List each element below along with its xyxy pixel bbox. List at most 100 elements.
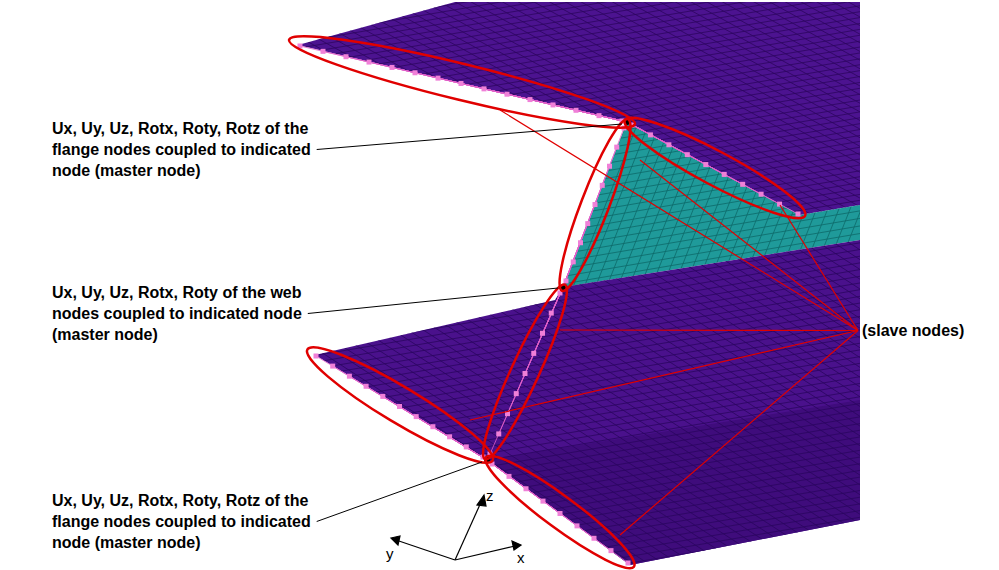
mesh-line [760, 146, 999, 570]
slave-marker [514, 391, 519, 396]
mesh-line [0, 6, 796, 278]
mesh-line [0, 0, 999, 234]
mesh-line [0, 75, 903, 347]
mesh-line [979, 0, 999, 364]
mesh-line [221, 202, 999, 474]
mesh-line [0, 0, 71, 562]
mesh-line [731, 0, 999, 229]
mesh-line [163, 0, 419, 503]
mesh-line [0, 20, 499, 380]
mesh-line [707, 0, 999, 233]
mesh-line [0, 0, 999, 226]
mesh-line [0, 0, 155, 548]
mesh-line [959, 0, 999, 190]
mesh-line [103, 0, 359, 513]
mesh-line [0, 0, 999, 64]
mesh-line [671, 0, 999, 239]
mesh-line [278, 234, 999, 506]
mesh-line [0, 213, 999, 485]
slave-marker [507, 474, 512, 479]
mesh-line [863, 0, 999, 206]
mesh-line [0, 0, 999, 101]
mesh-line [856, 130, 999, 554]
mesh-line [0, 72, 999, 344]
mesh-line [0, 381, 36, 570]
mesh-line [899, 0, 999, 200]
mesh-line [0, 419, 999, 570]
mesh-line [0, 49, 999, 321]
mesh-line [935, 0, 999, 194]
mesh-line [0, 323, 372, 570]
mesh-line [0, 0, 999, 193]
coupling-line [323, 51, 627, 122]
leader-line [308, 288, 558, 314]
mesh-line [0, 0, 960, 2]
mesh-line [167, 0, 823, 324]
mesh-line [7, 0, 263, 530]
mesh-line [0, 27, 829, 299]
mesh-line [0, 310, 999, 570]
mesh-line [0, 315, 420, 570]
mesh-line [0, 52, 307, 412]
axis-label: x [517, 550, 525, 566]
mesh-line [191, 0, 847, 320]
mesh-line [268, 230, 924, 570]
mesh-line [0, 95, 55, 455]
mesh-line [383, 0, 999, 288]
mesh-line [0, 326, 360, 570]
coupling-line [563, 147, 617, 287]
mesh-line [311, 252, 999, 524]
mesh-line [0, 0, 999, 218]
slave-marker [528, 97, 533, 102]
mesh-line [0, 0, 631, 357]
mesh-line [0, 0, 999, 47]
mesh-line [503, 0, 999, 267]
mesh-line [772, 144, 999, 568]
mesh-line [431, 0, 999, 280]
mesh-line [0, 5, 583, 365]
mesh-line [508, 189, 999, 570]
mesh-line [0, 103, 7, 463]
mesh-line [851, 0, 999, 208]
annotation: Ux, Uy, Uz, Rotx, Roty, Rotz of the flan… [52, 490, 342, 553]
mesh-line [0, 309, 456, 570]
axis-line [455, 500, 482, 560]
mesh-line [0, 22, 487, 382]
mesh-line [604, 173, 999, 570]
coupling-line [300, 46, 627, 122]
mesh-line [967, 0, 999, 366]
ellipse [477, 444, 644, 570]
mesh-line [0, 0, 191, 542]
mesh-line [232, 236, 888, 570]
mesh-line [971, 0, 999, 188]
mesh-line [923, 0, 999, 196]
mesh-line [611, 0, 999, 249]
ellipse [472, 279, 577, 465]
mesh-line [0, 30, 439, 390]
mesh-line [0, 213, 999, 485]
mesh-line [28, 270, 684, 570]
mesh-line [763, 0, 999, 401]
mesh-line [0, 330, 336, 570]
slave-marker [593, 202, 598, 207]
mesh-line [0, 101, 19, 461]
slave-marker [321, 49, 326, 54]
mesh-line [91, 0, 347, 515]
slave-marker [496, 431, 501, 436]
slave-marker [626, 561, 631, 566]
mesh-line [400, 207, 999, 570]
mesh-line [0, 34, 415, 394]
slave-marker [600, 183, 605, 188]
mesh-line [204, 193, 999, 465]
selection-ellipses [285, 22, 813, 570]
mesh-line [55, 0, 311, 521]
mesh-line [340, 217, 996, 570]
mesh-line [875, 0, 999, 204]
mesh-line [16, 90, 999, 362]
slave-marker [592, 536, 597, 541]
coupling-line [627, 122, 798, 214]
mesh-line [988, 107, 999, 531]
mesh-line [544, 183, 999, 570]
mesh-line [719, 0, 999, 231]
leader-line [317, 124, 622, 150]
